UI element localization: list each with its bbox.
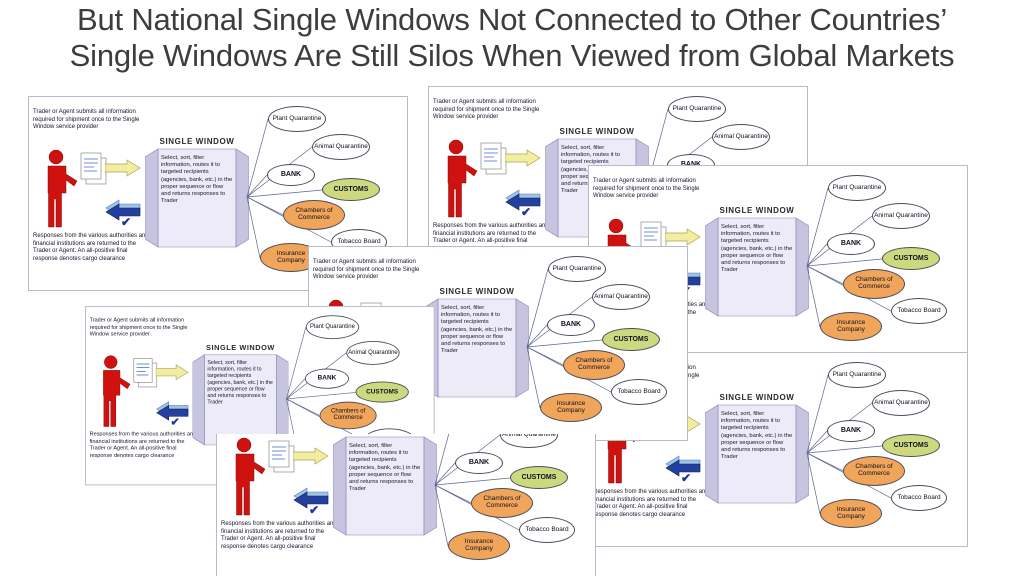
- submit-arrow-icon: [155, 364, 189, 381]
- submit-arrow-icon: [505, 149, 541, 167]
- routing-lines: [806, 187, 892, 328]
- routing-lines: [434, 434, 520, 547]
- check-icon: ✔: [521, 205, 532, 219]
- single-window-label: SINGLE WINDOW: [719, 393, 795, 402]
- node-animal-quarantine: Animal Quarantine: [712, 124, 770, 150]
- node-animal-quarantine: Animal Quarantine: [872, 203, 930, 229]
- routing-lines: [286, 327, 364, 456]
- single-window-diagram: Trader or Agent submits all information …: [216, 434, 596, 576]
- single-window-label: SINGLE WINDOW: [206, 343, 275, 352]
- node-insurance-company: Insurance Company: [820, 312, 882, 341]
- node-customs: CUSTOMS: [882, 434, 940, 457]
- node-tobacco-board: Tobacco Board: [611, 379, 667, 405]
- single-window-funnel: [333, 436, 437, 536]
- submit-arrow-icon: [105, 159, 141, 177]
- window-description: Select, sort, filter information, routes…: [721, 224, 793, 274]
- node-animal-quarantine: Animal Quarantine: [346, 340, 400, 365]
- window-description: Select, sort, filter information, routes…: [161, 155, 233, 205]
- response-arrow-icon: [105, 199, 141, 221]
- single-window-funnel: [192, 354, 289, 446]
- submit-arrow-icon: [665, 228, 701, 246]
- node-bank: BANK: [267, 164, 315, 186]
- trader-person-icon: [103, 355, 131, 427]
- slide-title-line2: Single Windows Are Still Silos When View…: [69, 37, 955, 73]
- node-plant-quarantine: Plant Quarantine: [305, 315, 360, 340]
- trader-text: Trader or Agent submits all information …: [89, 317, 188, 338]
- single-window-label: SINGLE WINDOW: [439, 287, 515, 296]
- node-chambers-of-commerce: Chambers of Commerce: [319, 401, 377, 430]
- node-animal-quarantine: Animal Quarantine: [592, 284, 650, 310]
- documents-icon: [80, 152, 107, 185]
- single-window-diagram: Trader or Agent submits all information …: [28, 96, 408, 291]
- response-arrow-icon: [505, 189, 541, 211]
- trader-text: Trader or Agent submits all information …: [313, 259, 420, 280]
- node-bank: BANK: [547, 314, 595, 336]
- check-icon: ✔: [170, 415, 180, 429]
- node-tobacco-board: Tobacco Board: [891, 485, 947, 511]
- single-window-label: SINGLE WINDOW: [559, 127, 635, 136]
- trader-text: Trader or Agent submits all information …: [433, 99, 540, 120]
- node-customs: CUSTOMS: [882, 247, 940, 270]
- node-chambers-of-commerce: Chambers of Commerce: [563, 350, 625, 380]
- node-bank: BANK: [827, 420, 875, 442]
- node-customs: CUSTOMS: [355, 381, 409, 403]
- node-chambers-of-commerce: Chambers of Commerce: [283, 200, 345, 230]
- node-bank: BANK: [827, 233, 875, 255]
- response-arrow-icon: [293, 487, 329, 509]
- node-bank: BANK: [304, 368, 350, 389]
- node-plant-quarantine: Plant Quarantine: [548, 256, 606, 282]
- diagram-instance-bottom-center: Trader or Agent submits all information …: [216, 434, 596, 576]
- node-tobacco-board: Tobacco Board: [519, 517, 575, 543]
- node-animal-quarantine: Animal Quarantine: [872, 390, 930, 416]
- trader-person-icon: [47, 149, 78, 228]
- check-icon: ✔: [309, 503, 320, 517]
- node-plant-quarantine: Plant Quarantine: [828, 362, 886, 388]
- trader-text: Trader or Agent submits all information …: [593, 178, 700, 199]
- documents-icon: [480, 142, 507, 175]
- node-tobacco-board: Tobacco Board: [891, 298, 947, 324]
- node-customs: CUSTOMS: [322, 178, 380, 201]
- node-plant-quarantine: Plant Quarantine: [668, 96, 726, 122]
- node-chambers-of-commerce: Chambers of Commerce: [471, 488, 533, 518]
- responses-text: Responses from the various authorities a…: [33, 233, 149, 262]
- single-window-label: SINGLE WINDOW: [719, 206, 795, 215]
- node-insurance-company: Insurance Company: [540, 393, 602, 422]
- responses-text: Responses from the various authorities a…: [89, 432, 197, 459]
- responses-text: Responses from the various authorities a…: [593, 489, 709, 518]
- node-customs: CUSTOMS: [602, 328, 660, 351]
- window-description: Select, sort, filter information, routes…: [441, 305, 513, 355]
- window-description: Select, sort, filter information, routes…: [721, 411, 793, 461]
- node-bank: BANK: [455, 452, 503, 474]
- trader-text: Trader or Agent submits all information …: [33, 109, 140, 130]
- node-chambers-of-commerce: Chambers of Commerce: [843, 269, 905, 299]
- responses-text: Responses from the various authorities a…: [221, 521, 337, 550]
- documents-icon: [268, 440, 295, 473]
- check-icon: ✔: [681, 471, 692, 485]
- node-plant-quarantine: Plant Quarantine: [268, 106, 326, 132]
- trader-person-icon: [235, 437, 266, 516]
- slide-title: But National Single Windows Not Connecte…: [6, 2, 1018, 74]
- slide-title-line1: But National Single Windows Not Connecte…: [76, 2, 948, 37]
- node-insurance-company: Insurance Company: [448, 531, 510, 560]
- response-arrow-icon: [156, 401, 189, 421]
- single-window-funnel: [705, 404, 809, 504]
- check-icon: ✔: [121, 215, 132, 229]
- single-window-funnel: [705, 217, 809, 317]
- node-insurance-company: Insurance Company: [820, 499, 882, 528]
- single-window-funnel: [145, 148, 249, 248]
- node-animal-quarantine: Animal Quarantine: [312, 134, 370, 160]
- diagram-instance-top-left: Trader or Agent submits all information …: [28, 96, 408, 291]
- routing-lines: [526, 268, 612, 409]
- node-chambers-of-commerce: Chambers of Commerce: [843, 456, 905, 486]
- response-arrow-icon: [665, 455, 701, 477]
- documents-icon: [133, 358, 158, 388]
- node-customs: CUSTOMS: [510, 466, 568, 489]
- trader-person-icon: [447, 139, 478, 218]
- submit-arrow-icon: [293, 447, 329, 465]
- node-plant-quarantine: Plant Quarantine: [828, 175, 886, 201]
- window-description: Select, sort, filter information, routes…: [207, 360, 273, 406]
- window-description: Select, sort, filter information, routes…: [349, 443, 421, 493]
- single-window-label: SINGLE WINDOW: [159, 137, 235, 146]
